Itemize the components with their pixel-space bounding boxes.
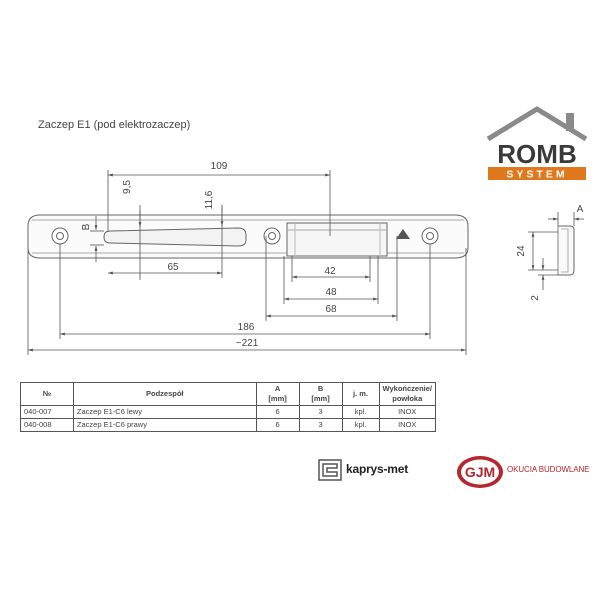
gjm-label: OKUCIA BUDOWLANE (507, 465, 590, 474)
dim-65: 65 (167, 262, 179, 273)
dim-9-5: 9,5 (122, 180, 133, 194)
cell-nr: 040-007 (20, 405, 74, 419)
dim-186: 186 (238, 322, 255, 333)
cell-part: Zaczep E1-C6 prawy (72, 418, 257, 432)
kaprys-met-logo-icon (318, 459, 342, 481)
cell-a: 6 (255, 418, 300, 432)
cell-b: 3 (298, 405, 343, 419)
romb-subword: SYSTEM (506, 169, 567, 181)
dim-221: ~221 (236, 338, 259, 349)
strike-plate (27, 214, 469, 259)
dim-42: 42 (324, 266, 336, 277)
col-b: B[mm] (298, 382, 343, 406)
dim-11-6: 11,6 (204, 190, 215, 209)
col-nr: № (20, 382, 74, 406)
side-profile (528, 212, 584, 290)
col-unit: j. m. (341, 382, 380, 406)
table-row: 040-007 Zaczep E1-C6 lewy 6 3 kpl. INOX (20, 405, 437, 419)
dim-a: A (577, 204, 584, 215)
spec-table: № Podzespół A[mm] B[mm] j. m. Wykończeni… (20, 382, 437, 432)
page-title: Zaczep E1 (pod elektrozaczep) (38, 119, 191, 131)
cell-a: 6 (255, 405, 300, 419)
cell-finish: INOX (378, 418, 437, 432)
col-part: Podzespół (72, 382, 257, 406)
dim-48: 48 (325, 287, 337, 298)
cell-finish: INOX (378, 405, 437, 419)
cell-part: Zaczep E1-C6 lewy (72, 405, 257, 419)
gjm-mark: GJM (465, 464, 495, 480)
dim-68: 68 (325, 304, 337, 315)
dim-24: 24 (516, 245, 527, 257)
cell-unit: kpl. (341, 405, 380, 419)
romb-wordmark: ROMB (497, 139, 576, 169)
cell-unit: kpl. (341, 418, 380, 432)
cell-b: 3 (298, 418, 343, 432)
dim-b: B (81, 223, 92, 230)
gjm-logo: GJM (457, 456, 503, 488)
table-row: 040-008 Zaczep E1-C6 prawy 6 3 kpl. INOX (20, 418, 437, 432)
dim-2: 2 (530, 295, 541, 301)
col-finish: Wykończenie/powłoka (378, 382, 437, 406)
romb-system-logo: ROMB SYSTEM (486, 106, 588, 181)
col-a: A[mm] (255, 382, 300, 406)
dim-109: 109 (211, 161, 228, 172)
cell-nr: 040-008 (20, 418, 74, 432)
kaprys-met-label: kaprys-met (346, 462, 409, 476)
